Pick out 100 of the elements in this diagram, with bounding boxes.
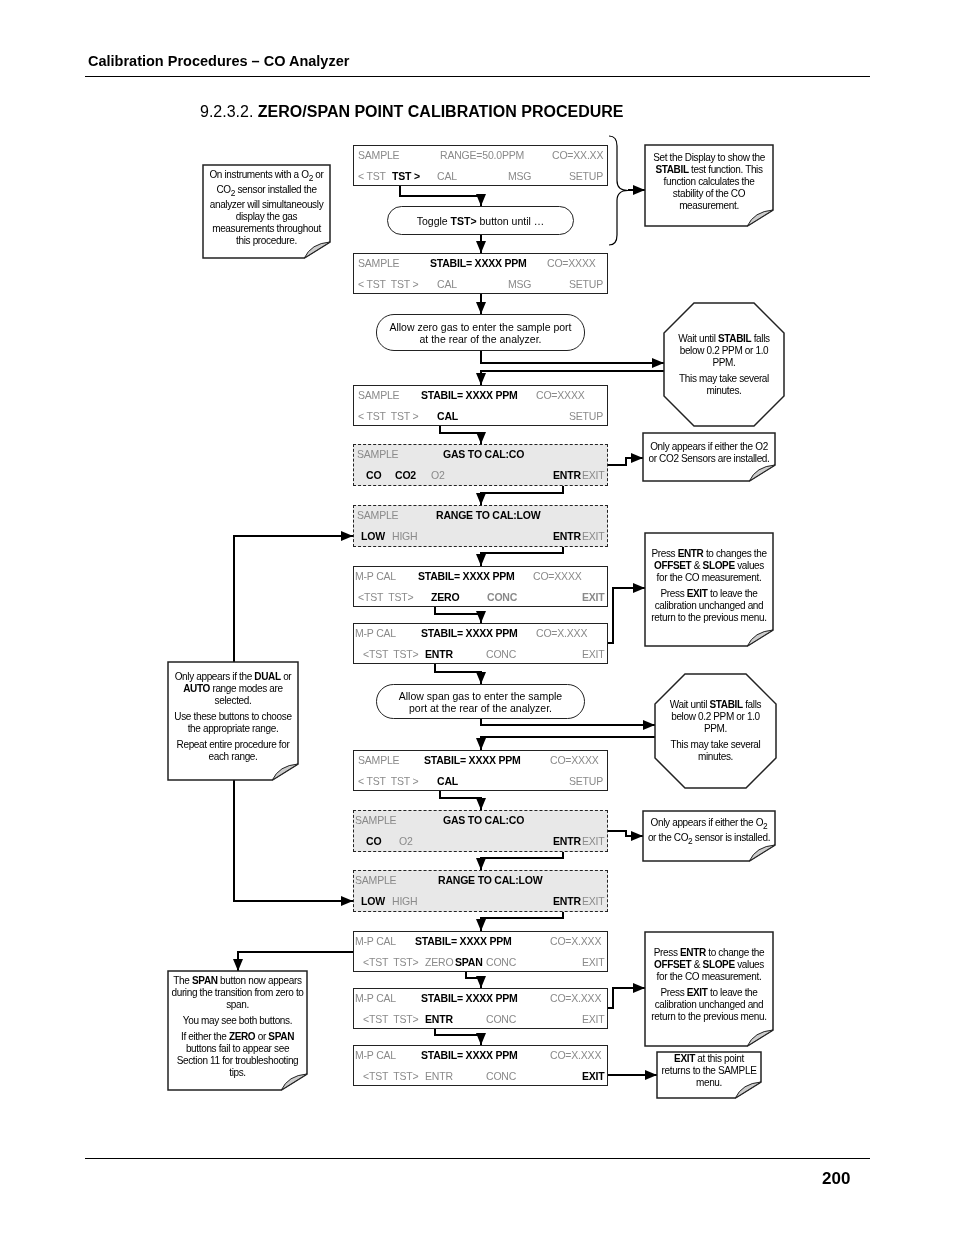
display-text: SAMPLE: [358, 149, 400, 161]
display-text: CONC: [486, 1070, 517, 1082]
display-text: LOW: [361, 895, 385, 907]
note-box: [643, 433, 775, 481]
step-box: [387, 206, 574, 235]
note-text: Wait until STABIL falls below 0.2 PPM or 1.0 PPM.: [677, 332, 771, 369]
display-text: ZERO: [431, 591, 460, 603]
display-text: SPAN: [455, 956, 483, 968]
step-box: [376, 684, 585, 719]
note-box: [645, 145, 773, 226]
display-text: ZERO: [425, 956, 454, 968]
connector-arrow: [233, 779, 354, 906]
note-box: [203, 165, 330, 258]
note-text: You may see both buttons.: [182, 1014, 293, 1027]
display-screen: [353, 870, 608, 912]
display-text: <TST TST>: [363, 1070, 419, 1082]
note-text: The SPAN button now appears during the transition from zero to span.: [171, 974, 304, 1011]
display-text: CAL: [437, 410, 458, 422]
display-text: ENTR: [425, 648, 453, 660]
note-box: [643, 811, 775, 861]
display-text: CO2: [395, 469, 416, 481]
connector-arrow: [607, 1070, 658, 1080]
display-text: LOW: [361, 530, 385, 542]
display-text: EXIT: [582, 469, 605, 481]
display-screen: [353, 988, 608, 1029]
display-text: SAMPLE: [358, 754, 400, 766]
note-text: Only appears if either the O2 or CO2 Sensors are installed.: [647, 441, 771, 465]
display-text: CO=XXXX: [533, 570, 582, 582]
display-text: EXIT: [582, 530, 605, 542]
display-text: CONC: [487, 591, 518, 603]
display-text: M-P CAL: [355, 627, 396, 639]
connector-arrow: [434, 606, 486, 624]
display-text: M-P CAL: [355, 935, 396, 947]
section-title: 9.2.3.2. ZERO/SPAN POINT CALIBRATION PROCEDURE: [200, 103, 624, 121]
display-text: SAMPLE: [357, 509, 399, 521]
display-text: < TST TST >: [358, 278, 419, 290]
octagon-note: [664, 303, 784, 426]
connector-arrow: [476, 234, 486, 254]
display-text: CO: [366, 835, 382, 847]
connector-arrow: [233, 951, 354, 972]
page-header: Calibration Procedures – CO Analyzer: [88, 53, 350, 69]
note-text: Wait until STABIL falls below 0.2 PPM or 1.0 PPM.: [668, 699, 763, 735]
display-text: CO=XX.XX: [552, 149, 604, 161]
connector-arrow: [607, 453, 644, 466]
page-number: 200: [822, 1169, 851, 1189]
note-text: Press ENTR to change the OFFSET & SLOPE values for the CO measurement.: [652, 947, 766, 983]
display-text: <TST TST>: [363, 956, 419, 968]
display-text: MSG: [508, 170, 532, 182]
note-text: Press EXIT to leave the calibration unchanged and return to the previous menu.: [650, 587, 768, 624]
display-text: M-P CAL: [355, 992, 396, 1004]
display-screen: [353, 566, 608, 607]
display-text: RANGE=50.0PPM: [440, 149, 525, 161]
connector-arrow: [480, 350, 665, 368]
display-text: HIGH: [392, 530, 418, 542]
display-text: STABIL= XXXX PPM: [421, 389, 518, 401]
display-text: STABIL= XXXX PPM: [421, 1049, 518, 1061]
display-text: CAL: [437, 278, 457, 290]
display-text: EXIT: [582, 895, 605, 907]
display-text: < TST TST >: [358, 775, 419, 787]
connector-arrow: [476, 370, 665, 386]
display-text: CO=XXXX: [547, 257, 596, 269]
note-text: Press EXIT to leave the calibration unchanged and return to the previous menu.: [650, 987, 768, 1023]
display-screen: [353, 623, 608, 664]
note-text: Set the Display to show the STABIL test function. This function calculates the stability of the CO measurement.: [652, 151, 766, 212]
connector-arrow: [476, 851, 564, 871]
display-text: CAL: [437, 775, 458, 787]
note-box: [645, 932, 773, 1046]
display-text: ENTR: [425, 1013, 453, 1025]
display-text: STABIL= XXXX PPM: [415, 935, 512, 947]
display-screen: [353, 145, 608, 186]
display-text: SAMPLE: [357, 448, 399, 460]
connector-arrow: [233, 531, 354, 663]
display-text: CONC: [486, 648, 517, 660]
display-text: ENTR: [553, 469, 581, 481]
display-text: CO=X.XXX: [550, 992, 602, 1004]
display-screen: [353, 385, 608, 426]
display-text: STABIL= XXXX PPM: [430, 257, 527, 269]
display-screen: [353, 505, 608, 547]
display-screen: [353, 1045, 608, 1086]
display-text: CO: [366, 469, 382, 481]
connector-arrow: [476, 911, 564, 932]
display-text: SAMPLE: [355, 874, 397, 886]
note-text: EXIT at this point returns to the SAMPLE menu.: [660, 1053, 758, 1089]
display-text: SETUP: [569, 278, 603, 290]
note-text: This may take several minutes.: [669, 739, 762, 763]
display-text: O2: [431, 469, 445, 481]
display-text: <TST TST>: [363, 1013, 419, 1025]
connector-arrow: [439, 790, 486, 811]
step-text: Allow zero gas to enter the sample port at the rear of the analyzer.: [389, 320, 572, 345]
display-text: CO=X.XXX: [550, 1049, 602, 1061]
display-text: EXIT: [582, 835, 605, 847]
display-screen: [353, 810, 608, 852]
display-text: <TST TST>: [363, 648, 419, 660]
connector-arrow: [434, 663, 486, 685]
connector-arrow: [607, 830, 644, 841]
connector-arrow: [627, 185, 646, 195]
display-text: CO=XXXX: [536, 389, 585, 401]
connector-arrow: [399, 185, 486, 207]
step-text: Allow span gas to enter the sample port at the rear of the analyzer.: [397, 689, 564, 714]
note-box: [168, 662, 298, 780]
